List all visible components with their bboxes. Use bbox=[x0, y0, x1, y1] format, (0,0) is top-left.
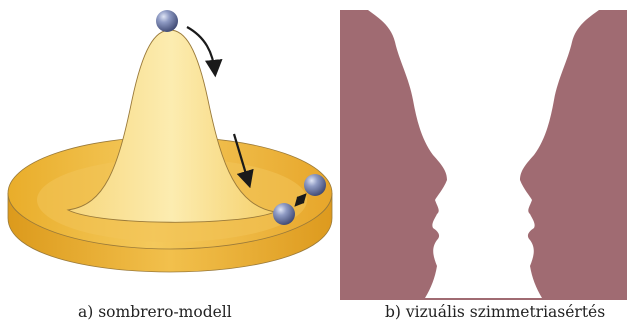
double-arrow-icon bbox=[294, 193, 307, 207]
ball-icon bbox=[304, 174, 326, 196]
hat-bump bbox=[66, 29, 277, 223]
vase-silhouette bbox=[368, 10, 599, 298]
ball-icon bbox=[273, 203, 295, 225]
face-vase-illusion bbox=[340, 10, 627, 300]
vase-panel: b) vizuális szimmetriasértés bbox=[340, 0, 627, 331]
sombrero-panel: a) sombrero-modell bbox=[7, 10, 333, 321]
caption-sombrero: a) sombrero-modell bbox=[78, 303, 232, 321]
ball-icon bbox=[156, 10, 178, 32]
sombrero-diagram bbox=[7, 10, 333, 273]
caption-vase: b) vizuális szimmetriasértés bbox=[385, 303, 606, 321]
curved-arrow-icon bbox=[186, 26, 223, 78]
straight-arrow-icon bbox=[232, 133, 254, 189]
